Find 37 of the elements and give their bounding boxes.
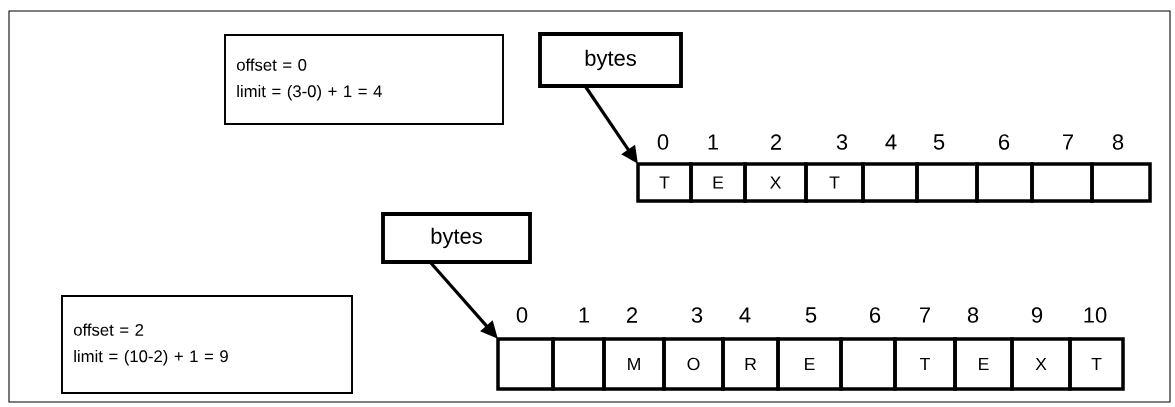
label-box: bytes [381, 212, 532, 264]
byte-cell: O [662, 337, 725, 391]
byte-cell: E [953, 337, 1014, 391]
index-number: 3 [836, 134, 848, 150]
index-number: 7 [920, 307, 930, 323]
byte-cell: X [1010, 337, 1072, 391]
byte-cell: T [1068, 337, 1125, 391]
byte-cell: T [893, 337, 957, 391]
index-number: 6 [870, 307, 881, 323]
index-number: 2 [627, 307, 637, 323]
index-number: 1 [708, 134, 719, 150]
byte-cell: X [743, 162, 808, 203]
index-number: 5 [805, 307, 817, 323]
formula-box: offset = 2 limit = (10-2) + 1 = 9 [61, 295, 353, 394]
byte-cell [1090, 162, 1152, 203]
index-number: 10 [1084, 307, 1107, 323]
index-number: 0 [657, 134, 669, 150]
index-number: 5 [933, 134, 945, 150]
index-number: 3 [691, 307, 703, 323]
index-number: 4 [739, 307, 751, 323]
label-box: bytes [538, 32, 683, 88]
index-number: 6 [999, 134, 1010, 150]
byte-cell: T [804, 162, 865, 203]
byte-cell: E [689, 162, 747, 203]
formula-box: offset = 0 limit = (3-0) + 1 = 4 [224, 34, 504, 125]
index-number: 2 [771, 134, 781, 150]
index-number: 0 [516, 307, 528, 323]
byte-cell: T [636, 162, 693, 203]
index-number: 8 [1112, 134, 1124, 150]
byte-cell: M [602, 337, 666, 391]
byte-cell: E [776, 337, 843, 391]
index-number: 8 [967, 307, 979, 323]
index-number: 9 [1031, 307, 1043, 323]
index-number: 7 [1063, 134, 1073, 150]
byte-cell: R [721, 337, 780, 391]
index-number: 4 [885, 134, 897, 150]
index-number: 1 [579, 307, 590, 323]
